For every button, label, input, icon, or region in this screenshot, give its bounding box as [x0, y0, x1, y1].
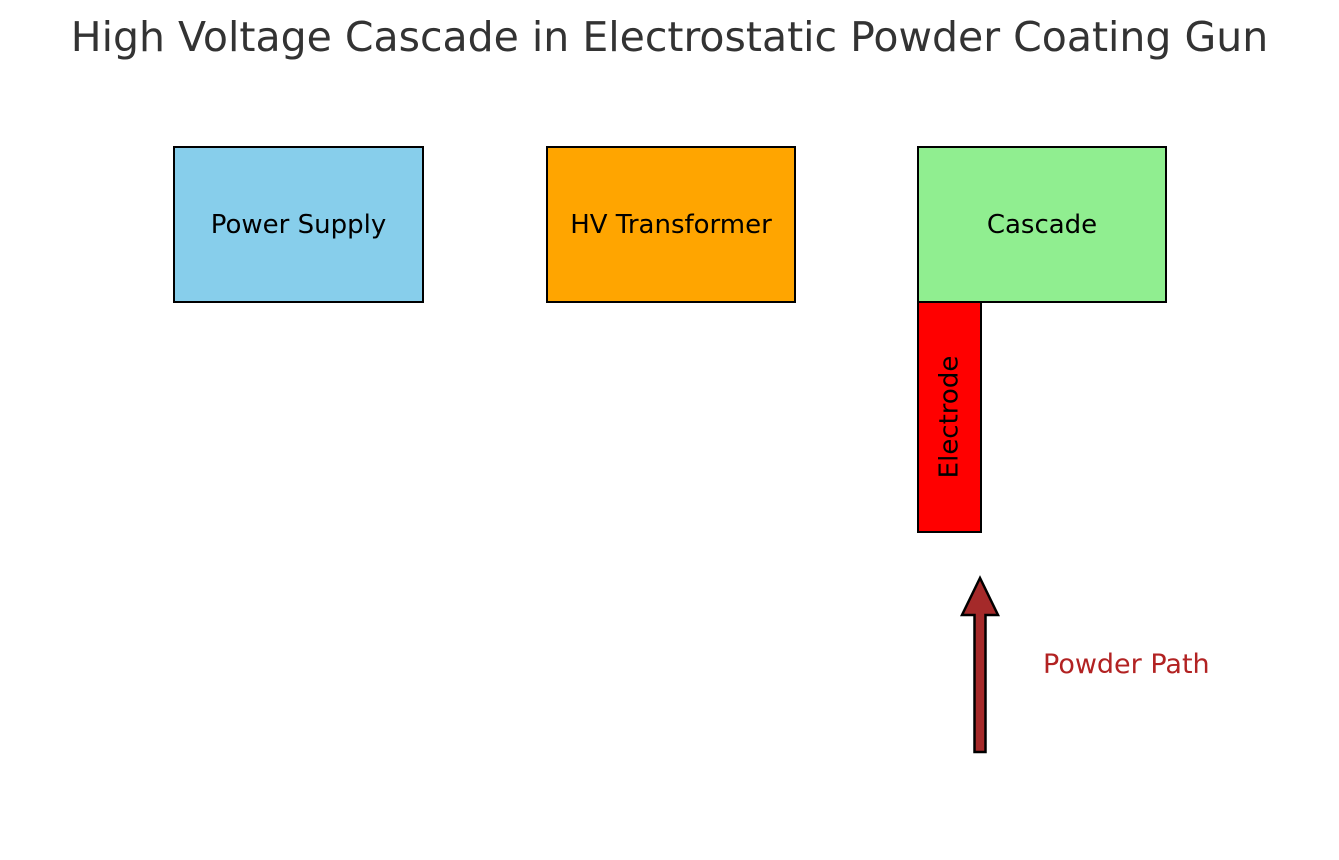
diagram-title: High Voltage Cascade in Electrostatic Po…: [70, 13, 1269, 61]
arrow-shape: [960, 575, 1000, 754]
power-supply-label: Power Supply: [210, 209, 387, 240]
powder-path-arrow-up-icon: [960, 575, 1000, 754]
hv-transformer-label: HV Transformer: [570, 209, 772, 240]
cascade-label: Cascade: [986, 209, 1098, 240]
electrode-box: Electrode: [917, 301, 982, 533]
hv-transformer-box: HV Transformer: [546, 146, 796, 303]
power-supply-box: Power Supply: [173, 146, 424, 303]
powder-path-label: Powder Path: [1043, 649, 1210, 680]
cascade-box: Cascade: [917, 146, 1167, 303]
electrode-label: Electrode: [934, 355, 965, 479]
